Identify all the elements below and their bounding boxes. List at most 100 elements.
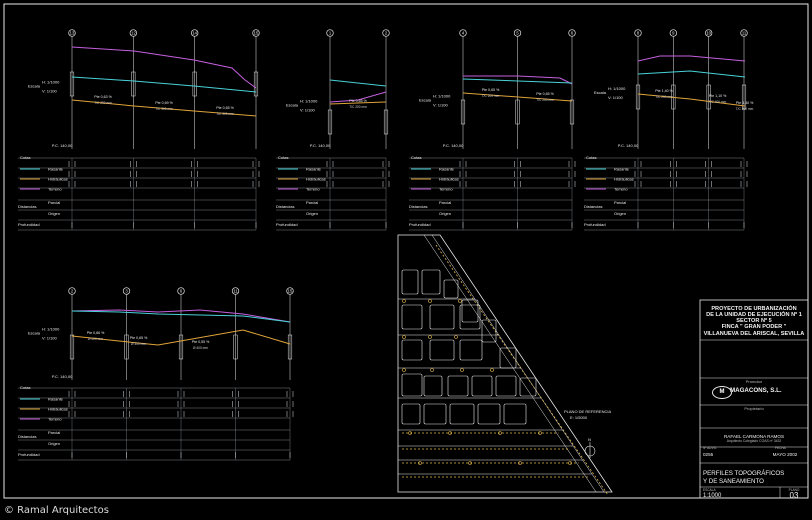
manhole-well — [383, 109, 389, 135]
slope-label: Pte 1,40 % — [736, 101, 754, 105]
company-logo: M — [712, 386, 732, 399]
scale-label: Escala — [28, 84, 41, 89]
hidraulicas-line — [462, 92, 573, 102]
scale-v: V: 1/100 — [608, 95, 624, 100]
block — [401, 339, 423, 361]
legend-hidraulicas: Hidráulicas — [48, 407, 68, 412]
slope-label: Pte 1,10 % — [709, 94, 727, 98]
legend-distancias: Distancias — [18, 204, 36, 209]
manhole — [538, 431, 542, 435]
scale-v: V: 1/100 — [42, 89, 58, 94]
block — [401, 373, 423, 397]
slope-label: Pte 1,40 % — [655, 89, 673, 93]
slope-label: Pte 0,66 % — [87, 331, 105, 335]
station-marker — [231, 287, 240, 295]
author-sub: Arquitecto Colegiado COAS nº 3432 — [726, 439, 782, 443]
legend-parcial: Parcial — [48, 200, 60, 205]
legend-distancias: Distancias — [276, 204, 294, 209]
hidraulicas-line — [71, 329, 291, 346]
sheet-border — [3, 3, 809, 499]
block — [471, 375, 493, 397]
rasante-line — [637, 70, 746, 78]
escala-value: 1:1000 — [703, 493, 722, 499]
legend-origen: Origen — [306, 211, 318, 216]
scale-v: V: 1/100 — [433, 103, 449, 108]
terreno-line — [71, 309, 291, 323]
scale-h: H: 1/1000 — [42, 80, 60, 85]
station-marker — [286, 287, 294, 295]
slope-label: Pte 0,55 % — [192, 340, 210, 344]
block — [449, 403, 475, 425]
project-line-1: PROYECTO DE URBANIZACIÓN — [711, 306, 797, 312]
manhole-well — [706, 84, 711, 110]
manhole-well — [635, 84, 641, 110]
block — [429, 304, 455, 330]
terreno-line — [329, 91, 387, 103]
pipe-label: T/C 290 mm — [94, 101, 112, 105]
legend-rasante: Rasante — [614, 167, 630, 172]
slope-label: Pte 0,65 % — [216, 106, 234, 110]
legend-hidraulicas: Hidráulicas — [439, 177, 459, 182]
station-label: 6 — [571, 31, 574, 36]
terreno-line — [637, 55, 746, 62]
station-marker — [459, 29, 467, 37]
manhole — [568, 461, 572, 465]
fecha-value: MAYO 2002 — [772, 452, 798, 457]
legend-rasante: Rasante — [306, 167, 322, 172]
project-line-3: SECTOR Nº 5 — [736, 318, 772, 325]
plano-value: 0255 — [703, 452, 714, 457]
terreno-line — [463, 75, 573, 85]
manhole — [402, 335, 406, 339]
station-label: 1 — [329, 31, 332, 36]
scale-h: H: 1/1000 — [42, 327, 60, 332]
legend-rasante: Rasante — [48, 167, 64, 172]
scale-label: Escala — [419, 98, 432, 103]
manhole — [518, 461, 522, 465]
legend-profundidad: Profundidad — [584, 222, 606, 227]
scale-label: Escala — [594, 90, 607, 95]
station-label: 8 — [637, 31, 640, 36]
manhole-well — [178, 334, 184, 360]
legend-profundidad: Profundidad — [409, 222, 431, 227]
rasante-line — [71, 310, 291, 323]
scale-h: H: 1/1000 — [300, 99, 318, 104]
station-label: 2 — [385, 31, 388, 36]
rasante-line — [462, 78, 573, 84]
author-name: RAFAEL CARMONA RAMOS — [723, 434, 785, 439]
manhole-well — [569, 99, 575, 125]
block — [423, 403, 447, 425]
manhole-well — [515, 99, 520, 125]
pipe-label: T/C 400 mm — [709, 100, 727, 104]
manhole — [402, 368, 406, 372]
legend-rasante: Rasante — [48, 397, 64, 402]
legend-terreno: Terreno — [48, 187, 62, 192]
scale-h: H: 1/1000 — [608, 86, 626, 91]
hidraulicas-line — [637, 93, 746, 107]
legend-profundidad: Profundidad — [18, 222, 40, 227]
manhole-well — [69, 71, 75, 97]
project-title: PROYECTO DE URBANIZACIÓN DE LA UNIDAD DE… — [700, 306, 808, 337]
reference-level: P.C. 140,00 — [52, 143, 73, 148]
legend-origen: Origen — [48, 441, 60, 446]
legend-origen: Origen — [614, 211, 626, 216]
block — [503, 403, 527, 425]
station-label: 10 — [706, 31, 711, 36]
slope-label: Pte 0,65 % — [130, 336, 148, 340]
manhole — [402, 299, 406, 303]
plano-number: 03 — [789, 491, 799, 500]
reference-level: P.C. 140,00 — [310, 143, 331, 148]
legend-cotas: Cotas — [586, 155, 596, 160]
block — [443, 279, 459, 299]
slope-label: Pte 0,65 % — [482, 88, 500, 92]
station-marker — [177, 287, 185, 295]
plano-number-label: PLANO — [788, 488, 800, 492]
project-line-4: FINCA " GRAN PODER " — [721, 324, 787, 331]
project-line-5: VILLANUEVA DEL ARISCAL, SEVILLA — [703, 330, 805, 337]
